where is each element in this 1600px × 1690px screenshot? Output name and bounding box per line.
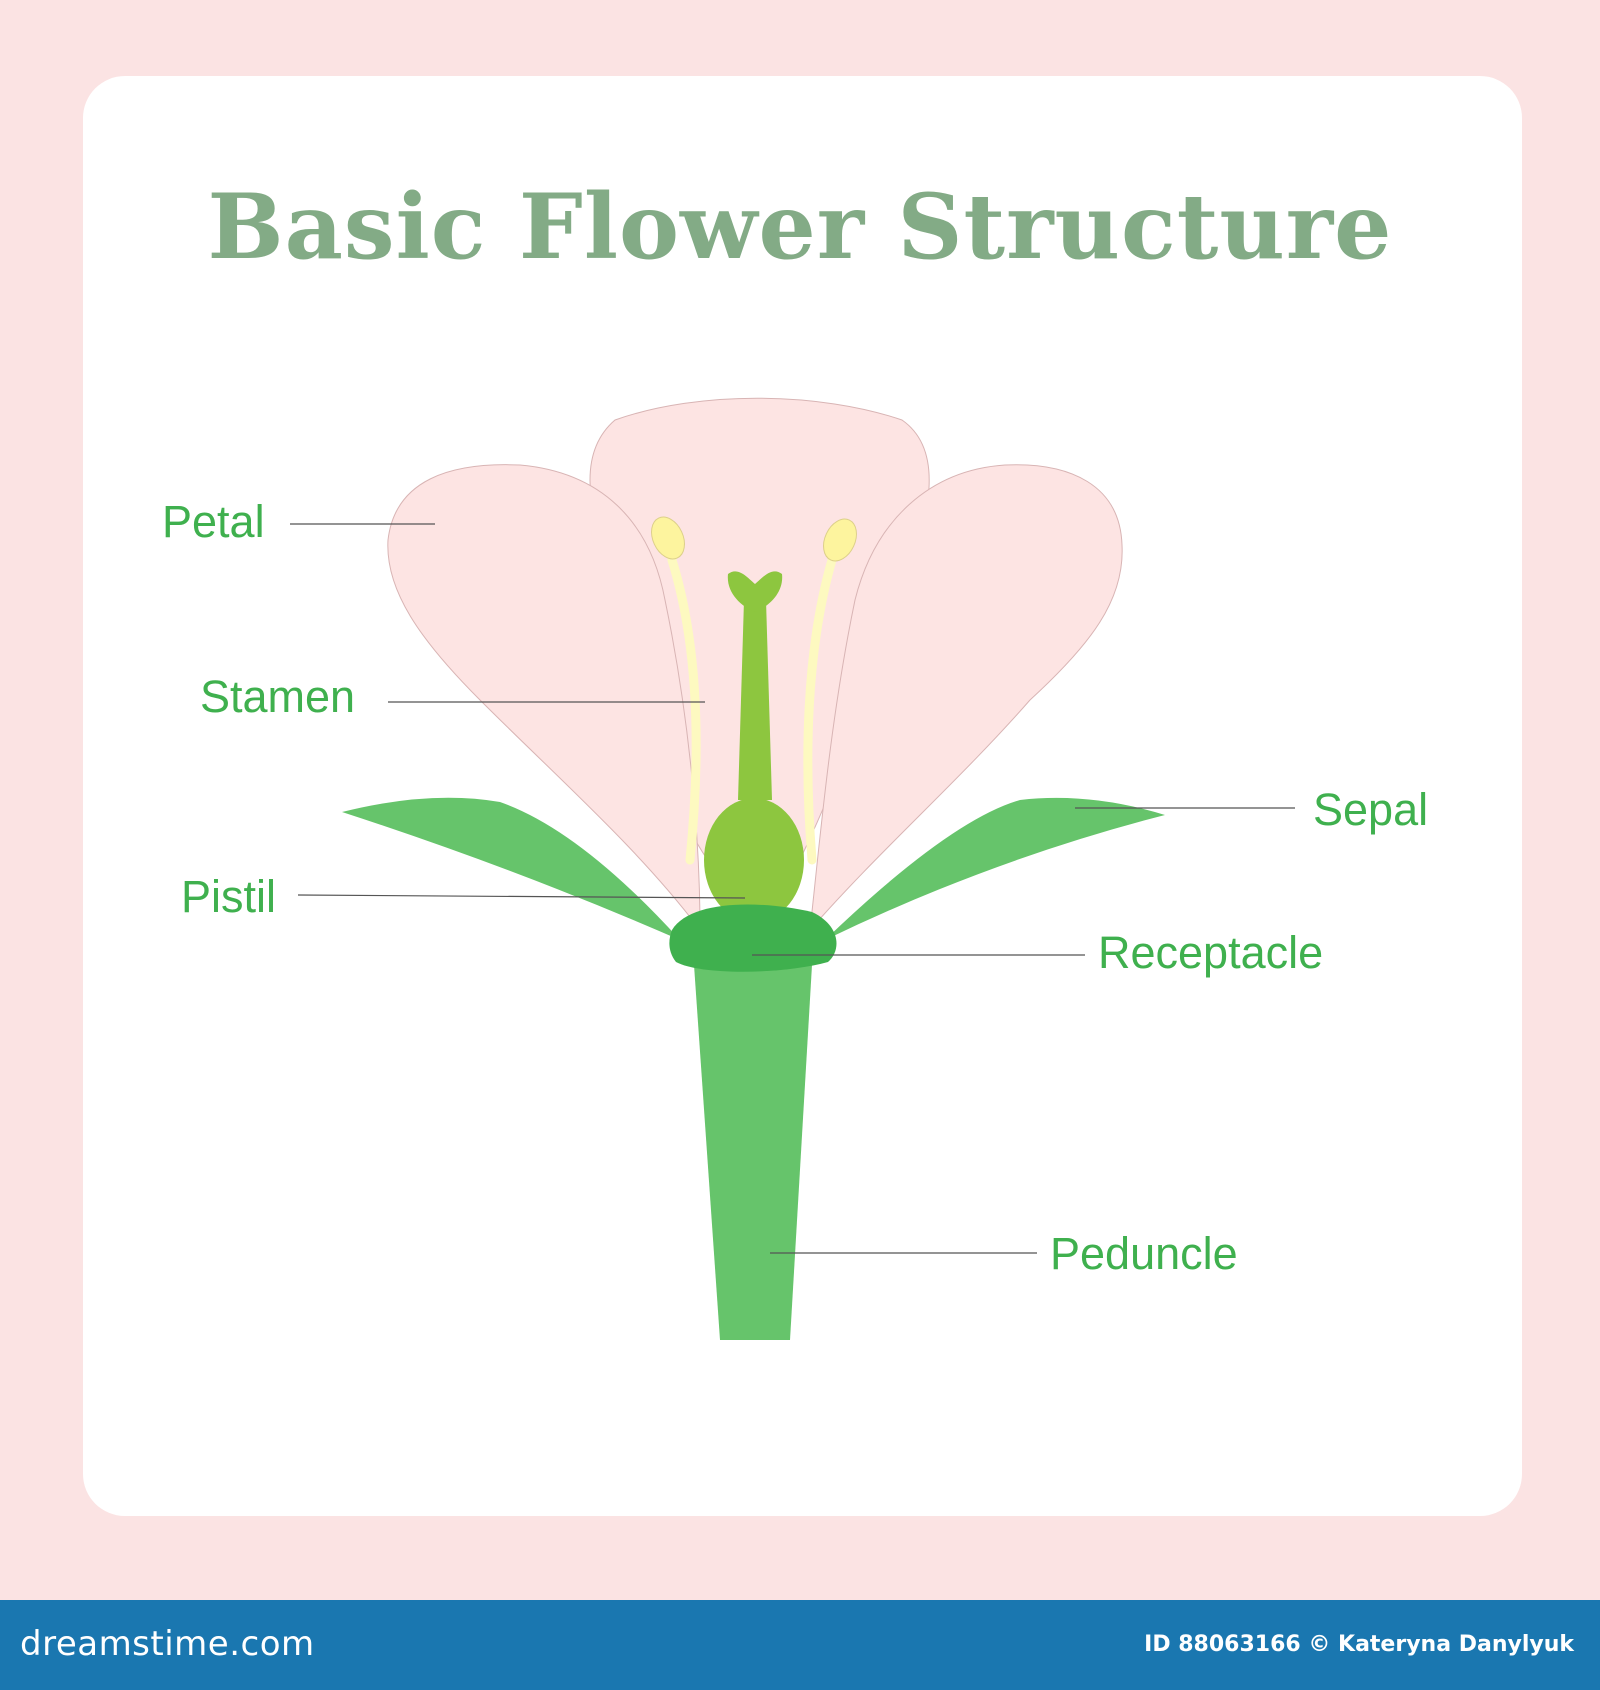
sepal-left-shape bbox=[342, 797, 680, 940]
receptacle-label: Receptacle bbox=[1098, 927, 1324, 978]
peduncle-label: Peduncle bbox=[1050, 1228, 1238, 1279]
pistil-style bbox=[738, 600, 772, 800]
leader-lines bbox=[290, 523, 1295, 1254]
stamen-right-anther bbox=[823, 518, 857, 562]
pistil-label: Pistil bbox=[181, 871, 277, 922]
sepal-label: Sepal bbox=[1313, 784, 1429, 835]
receptacle-shape bbox=[669, 904, 837, 972]
peduncle-shape bbox=[694, 965, 812, 1340]
stamen-right-filament bbox=[803, 555, 837, 865]
petal-left-shape bbox=[387, 464, 701, 932]
stamen-left-filament bbox=[667, 555, 701, 865]
stamen-left-anther bbox=[651, 516, 685, 560]
stamen-label: Stamen bbox=[200, 671, 356, 722]
pistil-stigma bbox=[727, 571, 783, 612]
footer-bar: dreamstime.com ID 88063166 © Kateryna Da… bbox=[0, 1600, 1600, 1690]
sepal-right-shape bbox=[825, 797, 1165, 940]
pistil-ovary bbox=[704, 798, 804, 922]
pistil-leader bbox=[297, 894, 746, 899]
diagram-title: Basic Flower Structure bbox=[207, 174, 1393, 280]
image-credit: ID 88063166 © Kateryna Danylyuk bbox=[1144, 1632, 1574, 1657]
petal-right-shape bbox=[809, 464, 1123, 932]
petal-label: Petal bbox=[162, 496, 265, 547]
site-logo-text: dreamstime.com bbox=[20, 1624, 315, 1664]
flower-illustration bbox=[290, 397, 1295, 1340]
